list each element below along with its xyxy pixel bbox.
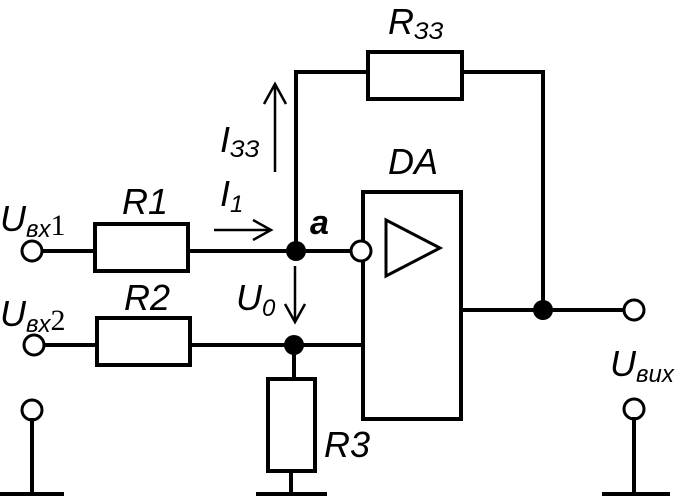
label-uout: Uвих [610,343,675,388]
common-terminal-left [20,398,44,422]
output-junction [533,300,553,320]
op-amp-triangle-icon [384,217,444,279]
label-uin1: Uвх1 [0,198,66,243]
label-r3: R3 [324,424,370,465]
label-da: DA [388,141,438,182]
feedback-wire-right [460,70,545,312]
resistor-r1 [93,222,190,273]
op-amp-da [361,190,463,421]
label-r1: R1 [122,181,168,222]
input2-terminal [22,333,46,357]
current-i33-arrowhead-icon [262,81,288,105]
resistor-r3 [266,377,317,473]
label-node-a: a [310,204,329,242]
node-a-junction [286,241,306,261]
common-terminal-right [622,397,646,421]
label-uin2: Uвх2 [0,293,66,338]
label-r33: RЗЗ [388,1,444,45]
label-r2: R2 [124,277,170,318]
input1-terminal [20,239,44,263]
label-i33: IЗЗ [220,119,260,163]
node-r3-junction [284,335,304,355]
voltage-u0-arrowhead-icon [283,303,307,325]
label-i1: I1 [220,173,243,218]
label-u0: U0 [236,277,276,322]
output-terminal [622,298,646,322]
resistor-r2 [95,316,192,367]
current-i1-arrowhead-icon [252,218,274,242]
feedback-wire [294,70,370,254]
resistor-r33 [366,50,464,101]
inverting-input-circle [349,239,373,263]
